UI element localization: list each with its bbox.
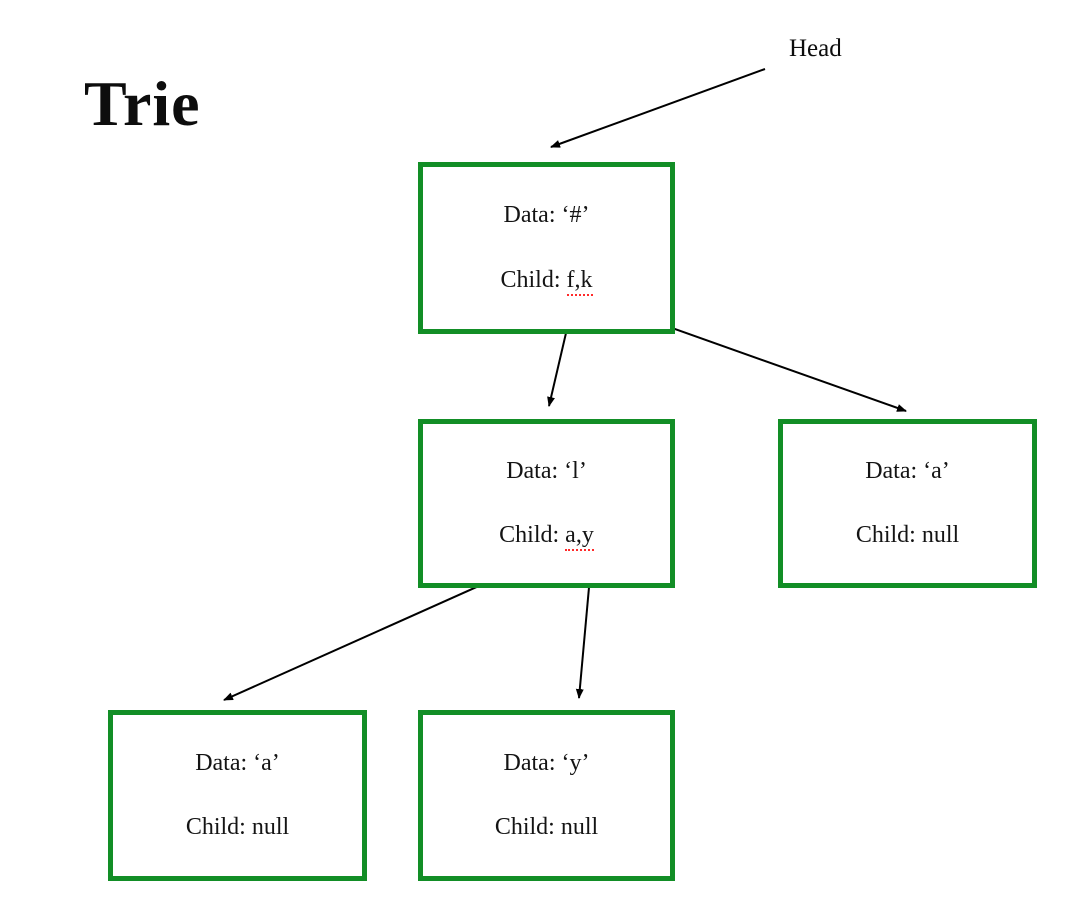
child-label: Child: [185,814,252,841]
node-data-text: Data: ‘a’ [195,749,280,776]
child-value: null [921,521,960,548]
node-child-text: Child: null [495,813,598,842]
node-data-text: Data: ‘y’ [503,749,590,776]
child-label: Child: [499,521,566,548]
node-child-text: Child: f,k [500,266,593,297]
arrow-head-to-root [550,68,766,148]
node-data-text: Data: ‘#’ [503,202,590,229]
child-value: null [251,814,290,841]
misspelled-child-value: a,y [565,521,594,551]
node-child-text: Child: null [186,813,289,842]
page-title: Trie [84,68,201,139]
child-value: null [560,814,599,841]
child-label: Child: [494,814,561,841]
trie-node-root: Data: ‘#’ Child: f,k [418,162,675,334]
head-pointer-label: Head [789,35,842,62]
node-child-text: Child: a,y [499,521,594,551]
misspelled-child-value: f,k [566,267,593,297]
child-label: Child: [500,267,567,294]
node-data-text: Data: ‘l’ [506,458,587,485]
child-label: Child: [855,521,922,548]
trie-node-y-bottom: Data: ‘y’ Child: null [418,710,675,881]
trie-node-a-bottom: Data: ‘a’ Child: null [108,710,367,881]
trie-node-l: Data: ‘l’ Child: a,y [418,419,675,588]
node-child-text: Child: null [856,521,959,550]
node-data-text: Data: ‘a’ [865,458,950,485]
trie-node-a-right: Data: ‘a’ Child: null [778,419,1037,588]
